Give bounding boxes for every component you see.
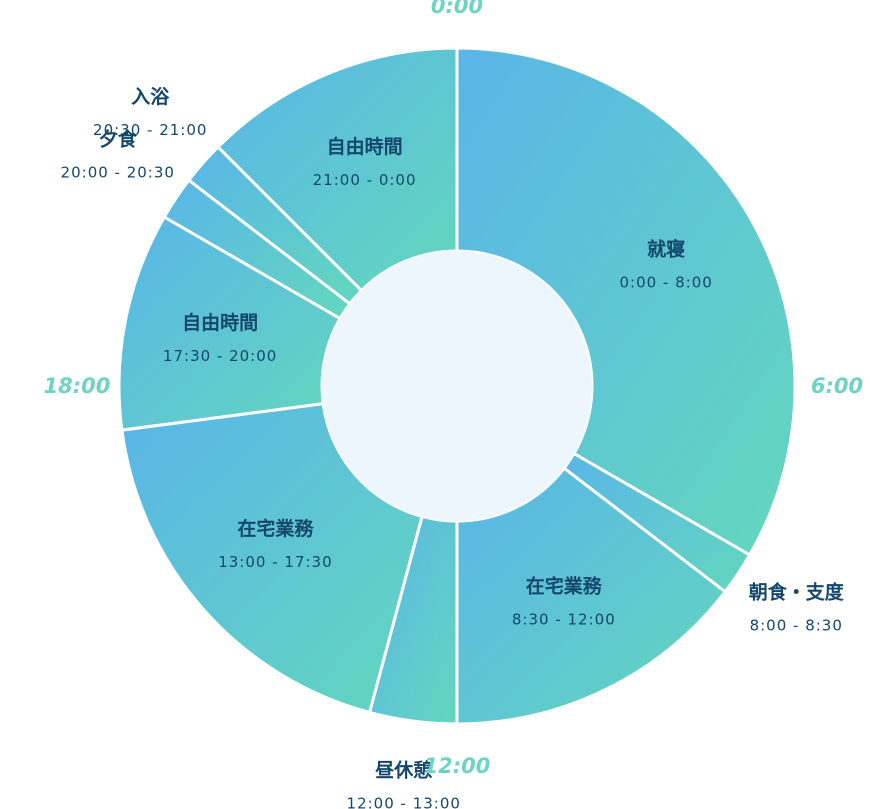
segment-label-6: 夕食 — [99, 127, 138, 150]
hour-label-0: 0:00 — [431, 0, 483, 18]
segment-time-2: 8:30 - 12:00 — [512, 611, 616, 629]
segment-time-1: 8:00 - 8:30 — [750, 617, 843, 635]
hour-label-2: 12:00 — [424, 754, 491, 778]
segment-time-4: 13:00 - 17:30 — [218, 553, 332, 571]
donut-center — [322, 251, 592, 521]
segment-time-8: 21:00 - 0:00 — [313, 171, 417, 189]
donut-segments — [117, 46, 797, 726]
segment-labels: 就寝 0:00 - 8:00 朝食・支度 8:00 - 8:30 在宅業務 8:30 - … — [61, 86, 845, 809]
segment-label-3: 昼休憩 — [375, 759, 432, 782]
segment-label-2: 在宅業務 — [526, 575, 603, 598]
segment-time-3: 12:00 - 13:00 — [347, 795, 461, 809]
segment-time-5: 17:30 - 20:00 — [163, 347, 277, 365]
segment-label-1: 朝食・支度 — [749, 581, 845, 604]
segment-label-4: 在宅業務 — [237, 517, 314, 540]
segment-time-6: 20:00 - 20:30 — [61, 163, 175, 181]
segment-label-7: 入浴 — [131, 86, 170, 108]
segment-label-0: 就寝 — [647, 237, 685, 260]
hour-label-3: 18:00 — [44, 374, 111, 398]
segment-time-0: 0:00 - 8:00 — [619, 273, 712, 291]
segment-time-7: 20:30 - 21:00 — [93, 121, 207, 139]
segment-label-5: 自由時間 — [182, 311, 258, 334]
segment-label-8: 自由時間 — [327, 135, 403, 158]
hour-label-1: 6:00 — [811, 374, 863, 398]
hour-labels: 0:00 6:00 12:00 18:00 — [44, 0, 864, 778]
